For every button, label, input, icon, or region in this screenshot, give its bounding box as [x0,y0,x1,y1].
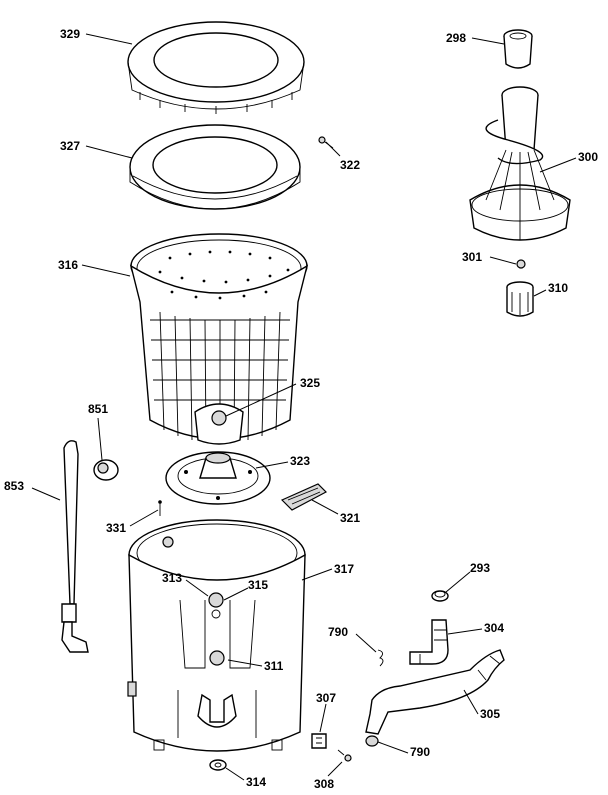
label-853: 853 [4,479,24,493]
outer-tub-part [127,519,306,752]
agitator-cap-part [503,29,533,69]
label-329: 329 [60,27,80,41]
label-327: 327 [60,139,80,153]
label-301: 301 [462,250,482,264]
agitator-part [469,86,571,241]
hose-304-part [409,619,449,665]
label-311: 311 [264,659,284,673]
label-298: 298 [446,31,466,45]
agitator-bolt-part [516,259,526,269]
label-313: 313 [162,571,182,585]
label-315: 315 [248,578,268,592]
pin-part [158,500,162,516]
screw-308-part [337,749,352,762]
siphon-tube-part [61,440,89,653]
label-314: 314 [246,775,266,789]
seal-part [280,483,327,511]
label-305: 305 [480,707,500,721]
label-304: 304 [484,621,504,635]
label-851: 851 [88,402,108,416]
label-300: 300 [578,150,598,164]
basket-part [129,233,309,445]
label-321: 321 [340,511,360,525]
label-310: 310 [548,281,568,295]
plug-part [93,459,119,481]
label-790-lower: 790 [410,745,430,759]
clip-307-part [311,733,327,749]
leader-lines [31,33,577,781]
label-308: 308 [314,777,334,791]
label-790-upper: 790 [328,625,348,639]
tub-cover-part [129,124,301,210]
label-325: 325 [300,376,320,390]
basket-holes [158,250,290,300]
drain-hose-305-part [365,649,505,735]
label-322: 322 [340,158,360,172]
nut-part [209,759,227,771]
label-323: 323 [290,454,310,468]
hub-part [165,451,271,505]
balance-ring-part [127,21,305,114]
clamp-293-part [431,590,449,602]
label-293: 293 [470,561,490,575]
label-316: 316 [58,258,78,272]
label-331: 331 [106,521,126,535]
cam-part [506,281,534,317]
label-317: 317 [334,562,354,576]
label-307: 307 [316,691,336,705]
clamp-790-part [365,735,379,747]
spring-clamp-part [377,649,384,667]
